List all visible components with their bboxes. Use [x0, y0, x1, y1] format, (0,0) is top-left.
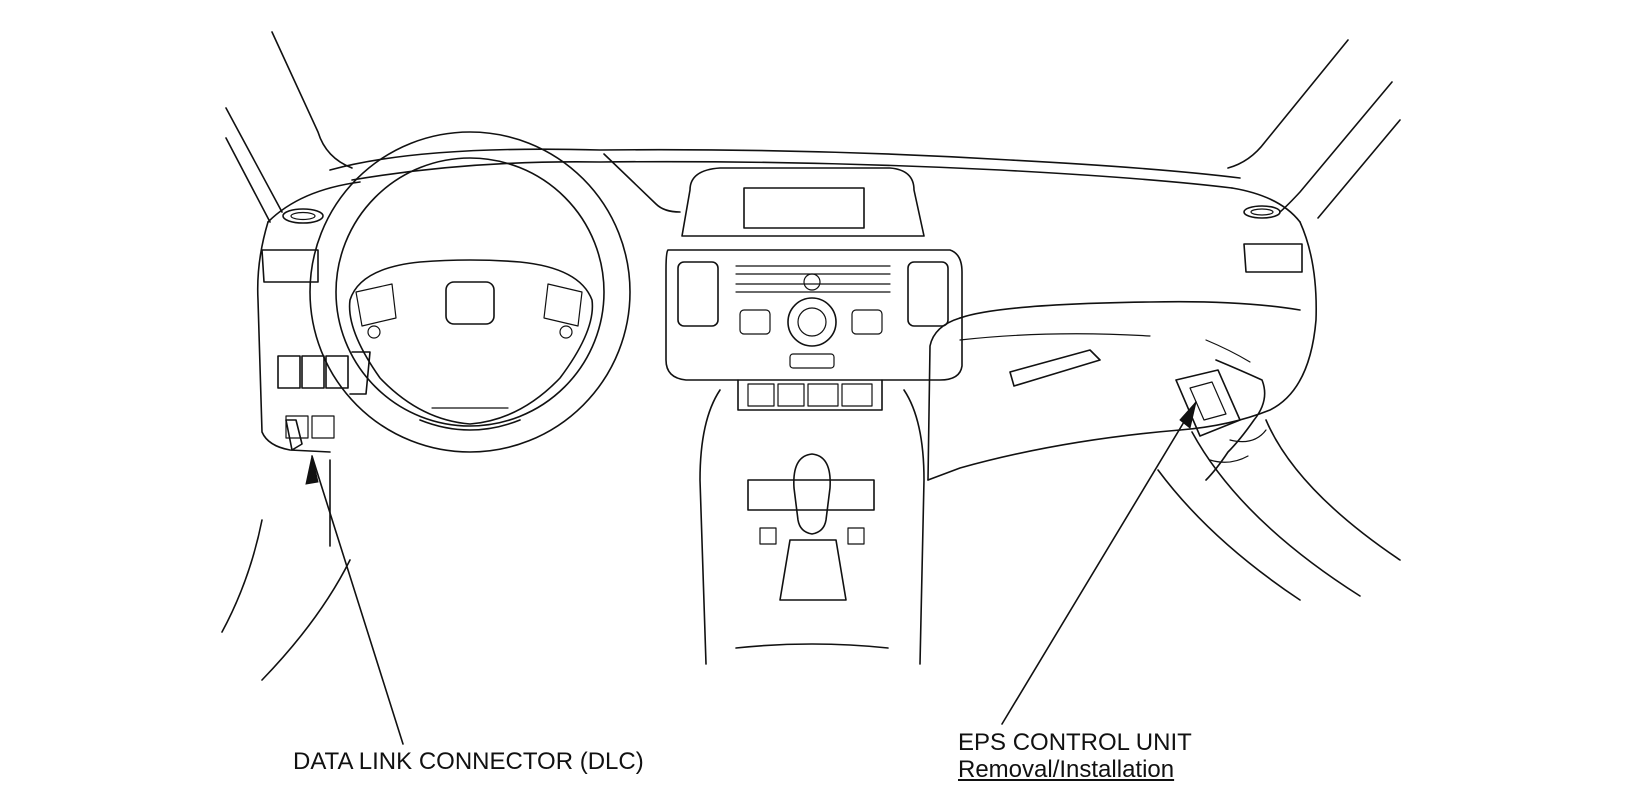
lower-left-body: [221, 459, 351, 681]
dashboard-top: [267, 148, 1301, 223]
eps-callout-label: EPS CONTROL UNIT: [958, 729, 1192, 756]
eps-callout: EPS CONTROL UNIT Removal/Installation: [958, 729, 1192, 783]
right-a-pillar: [1227, 39, 1401, 219]
right-vent: [1243, 205, 1303, 273]
steering-wheel: [309, 131, 631, 453]
dashboard-body: [256, 221, 1317, 481]
lower-console: [699, 379, 925, 665]
center-stack: [665, 249, 963, 381]
left-switch-panel: [277, 351, 371, 451]
center-display: [681, 167, 925, 237]
glove-box: [959, 333, 1151, 387]
eps-arrow: [1001, 401, 1197, 725]
left-vent: [261, 208, 324, 283]
dlc-arrow: [305, 455, 404, 745]
left-a-pillar: [225, 31, 353, 223]
eps-removal-installation-link[interactable]: Removal/Installation: [958, 756, 1175, 783]
lower-right-body: [1157, 419, 1401, 601]
dlc-callout-label: DATA LINK CONNECTOR (DLC): [293, 748, 644, 775]
